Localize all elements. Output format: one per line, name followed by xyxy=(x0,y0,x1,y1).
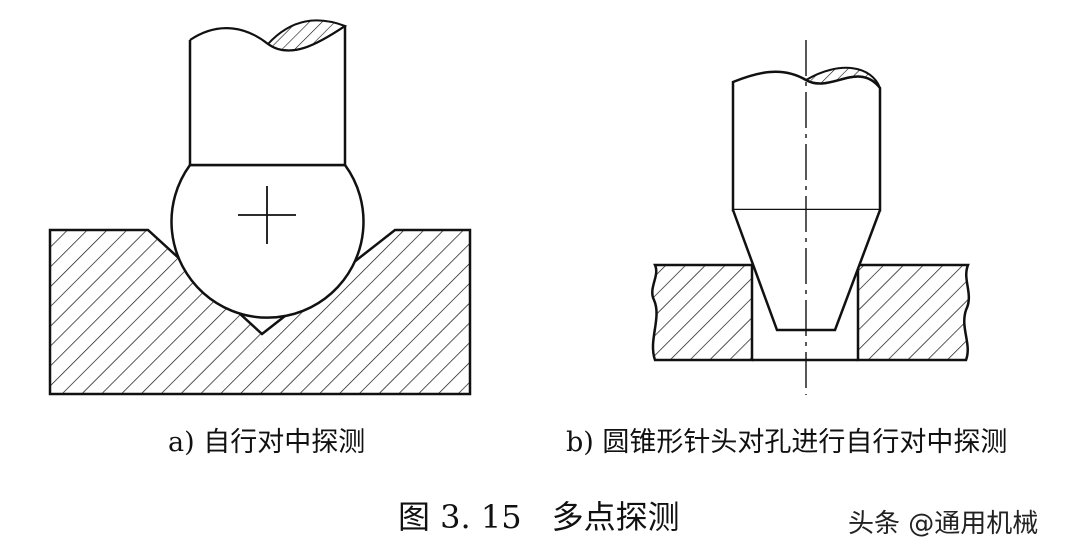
plate-left xyxy=(651,263,754,362)
shank-break-section xyxy=(266,19,348,52)
panel-b-drawing xyxy=(651,40,971,395)
caption-panel-b: b) 圆锥形针头对孔进行自行对中探测 xyxy=(566,427,1008,458)
panel-a-drawing xyxy=(48,19,472,396)
plate-right xyxy=(856,263,971,362)
v-groove-workpiece xyxy=(48,228,472,396)
caption-panel-a: a) 自行对中探测 xyxy=(168,427,366,458)
probe-break-section xyxy=(804,66,881,89)
figure-number: 图 3. 15 xyxy=(398,498,522,536)
watermark: 头条 @通用机械 xyxy=(848,509,1039,539)
figure-title-text: 多点探测 xyxy=(551,498,680,536)
probe-shank xyxy=(190,26,345,165)
figure-title: 图 3. 15 多点探测 xyxy=(398,492,680,538)
